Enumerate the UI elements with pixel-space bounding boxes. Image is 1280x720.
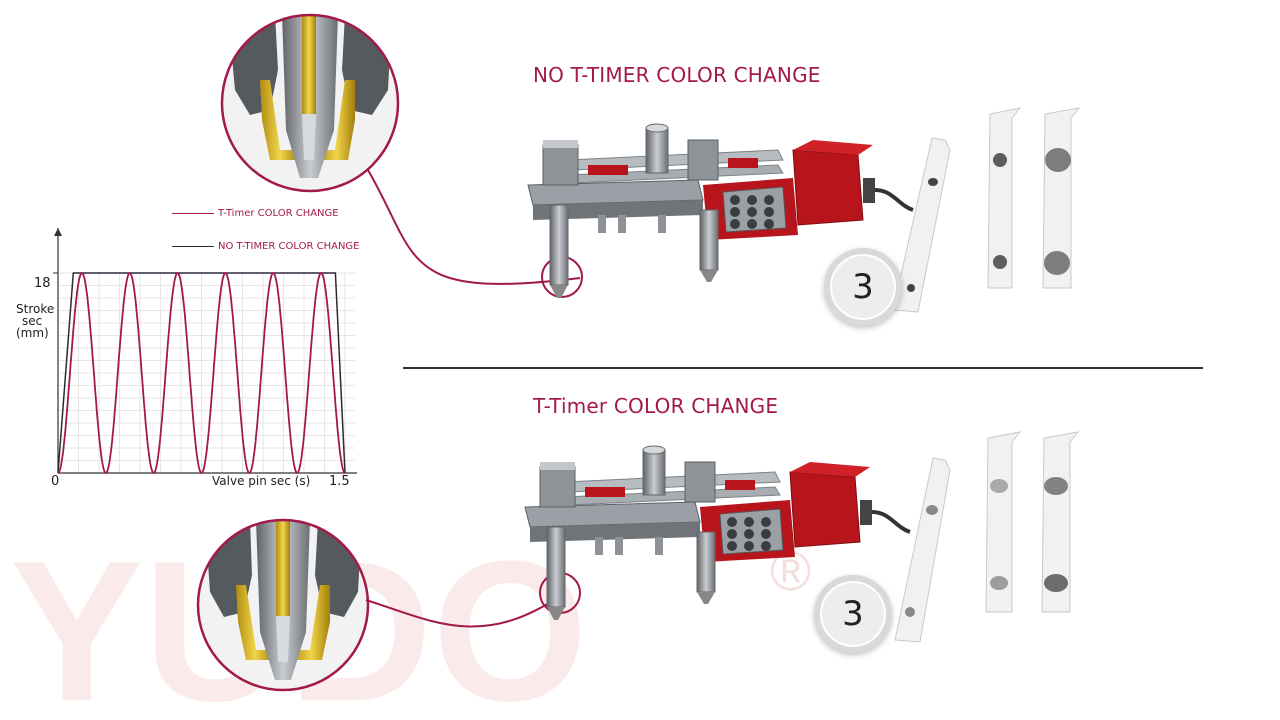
bottom-section-title: T-Timer COLOR CHANGE (533, 394, 779, 418)
y-axis-label-line2: sec (22, 314, 43, 328)
color-residue-spot (926, 505, 938, 515)
molded-tube-middle (985, 431, 1022, 613)
step-badge-bottom: 3 (814, 575, 892, 653)
connector-port (764, 207, 774, 217)
color-residue-spot (1045, 148, 1071, 172)
controller-box (789, 471, 861, 548)
y-axis-label-line1: Stroke (16, 302, 55, 316)
connector-port (747, 219, 757, 229)
x-tick-0: 0 (51, 474, 60, 489)
actuator-block (687, 139, 719, 181)
actuator-block (684, 461, 716, 503)
chart-axes (53, 228, 357, 474)
nozzle-tip (700, 270, 718, 282)
standoff (598, 215, 606, 233)
legend-swatch (172, 245, 214, 247)
connector-port (747, 195, 757, 205)
legend-item-ttimer: T-Timer COLOR CHANGE (172, 208, 339, 219)
chart-grid (58, 272, 355, 474)
y-axis-arrow (54, 228, 62, 236)
callout-circle (196, 518, 370, 692)
top-section-title: NO T-TIMER COLOR CHANGE (533, 63, 821, 87)
x-axis-label: Valve pin sec (s) (212, 474, 311, 488)
red-block (585, 487, 625, 497)
step-number: 3 (852, 267, 874, 307)
connector-port (744, 541, 754, 551)
cable (874, 188, 914, 212)
standoff (655, 537, 663, 555)
center-cylinder-top (642, 445, 666, 455)
connector-port (730, 195, 740, 205)
connector-port (764, 219, 774, 229)
y-axis-label-line3: (mm) (16, 326, 49, 340)
cable (871, 510, 911, 534)
x-tick-1-5: 1.5 (329, 474, 350, 489)
y-tick-18: 18 (34, 276, 51, 291)
red-block (728, 158, 758, 168)
connector-port (727, 517, 737, 527)
color-residue-spot (907, 284, 915, 292)
color-residue-spot (990, 576, 1008, 590)
connector-port (727, 529, 737, 539)
connector-port (727, 541, 737, 551)
step-badge-top: 3 (824, 248, 902, 326)
connector-port (730, 219, 740, 229)
series-line-ttimer (57, 272, 346, 474)
legend-label: T-Timer COLOR CHANGE (218, 208, 339, 219)
series-line-no-ttimer (57, 272, 346, 474)
center-cylinder-top (645, 123, 669, 133)
color-residue-spot (1044, 251, 1070, 275)
color-residue-spot (1044, 574, 1068, 592)
controller-top (793, 140, 873, 155)
legend-swatch (172, 212, 214, 214)
callout-circle (220, 13, 400, 193)
color-residue-spot (993, 153, 1007, 167)
connector-port (744, 517, 754, 527)
color-residue-spot (928, 178, 938, 186)
color-residue-spot (990, 479, 1008, 493)
standoff (658, 215, 666, 233)
molded-tube-right (1041, 431, 1080, 613)
actuator-top (540, 462, 575, 470)
connector-port (761, 517, 771, 527)
connector-port (744, 529, 754, 539)
standoff (595, 537, 603, 555)
step-number: 3 (842, 594, 864, 634)
red-block (725, 480, 755, 490)
actuator-block (539, 466, 576, 508)
chart-series (57, 272, 346, 474)
red-block (588, 165, 628, 175)
color-residue-spot (1044, 477, 1068, 495)
standoff (615, 537, 623, 555)
cable-connector (863, 178, 875, 203)
color-residue-spot (905, 607, 915, 617)
connector-port (761, 541, 771, 551)
standoff (618, 215, 626, 233)
nozzle-tip (697, 592, 715, 604)
connector-port (730, 207, 740, 217)
nozzle-tip (547, 607, 565, 620)
connector-port (747, 207, 757, 217)
molded-tube-middle (987, 107, 1022, 289)
actuator-top (543, 140, 578, 148)
section-divider (403, 367, 1203, 369)
color-residue-spot (993, 255, 1007, 269)
legend-item-no-ttimer: NO T-TIMER COLOR CHANGE (172, 241, 360, 252)
legend-label: NO T-TIMER COLOR CHANGE (218, 241, 360, 252)
connector-port (764, 195, 774, 205)
actuator-block (542, 144, 579, 186)
molded-tube-tilted (894, 457, 951, 643)
cable-connector (860, 500, 872, 525)
connector-port (761, 529, 771, 539)
controller-top (790, 462, 870, 477)
nozzle-tip (550, 285, 568, 298)
